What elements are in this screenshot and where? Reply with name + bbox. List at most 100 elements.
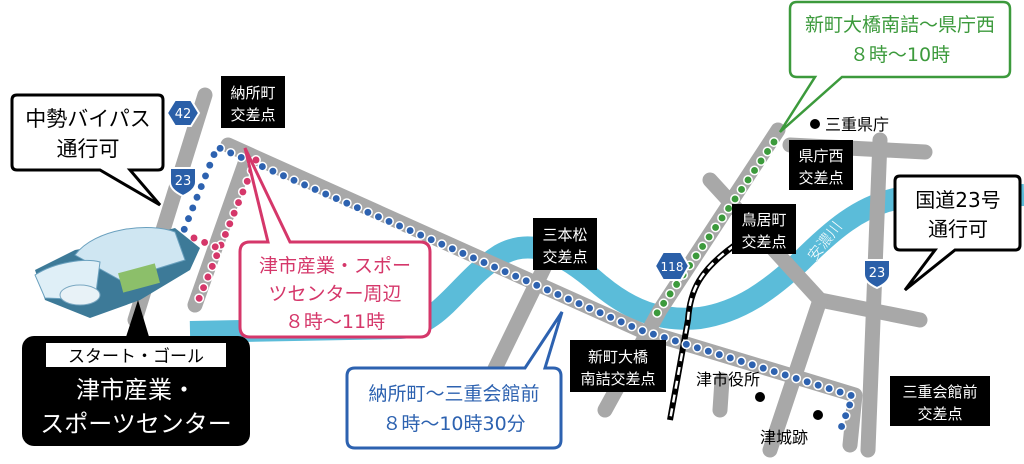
blue-route-dot: [394, 221, 405, 231]
route23-line2: 通行可: [928, 217, 988, 241]
blue-route-dot: [637, 325, 648, 336]
pref-office-dot-icon: [810, 119, 820, 129]
blue-route-dot: [510, 271, 521, 282]
blue-route-dot: [489, 262, 500, 273]
blue-route-dot: [289, 175, 299, 186]
route23-callout: [893, 174, 1022, 292]
blue-route-dot: [703, 346, 714, 357]
route-118-shield-icon: 118: [653, 251, 691, 281]
pink-route-dot: [199, 237, 210, 248]
pink-route-dot: [242, 176, 253, 187]
green-route-dot: [652, 307, 663, 318]
green-route-dot: [717, 212, 728, 223]
pink-route-dot: [229, 208, 240, 219]
intersection-toriimachi: 鳥居町 交差点: [732, 204, 796, 254]
pink-route-dot: [224, 218, 235, 229]
blue-route-dot: [204, 160, 215, 171]
pink-route-dot: [202, 272, 213, 282]
blue-callout: [345, 311, 564, 450]
pink-route-dot: [207, 261, 218, 272]
green-route-dot: [658, 298, 669, 309]
blue-route-dot: [813, 380, 824, 391]
start-goal-badge-text: スタート・ゴール: [68, 346, 204, 367]
intersection-kaikanmae-line2: 交差点: [917, 405, 962, 423]
start-pointer: [125, 300, 150, 340]
city-hall-label: 津市役所: [696, 370, 760, 389]
anou-river: [189, 184, 1024, 343]
pink-route-dot: [211, 250, 222, 261]
intersection-shinmachi-line2: 南詰交差点: [580, 370, 655, 388]
pink-route-dot: [189, 233, 199, 243]
blue-route-dot: [714, 349, 725, 360]
blue-route-dot: [736, 356, 747, 367]
blue-route-dot: [542, 284, 553, 295]
blue-route-dot: [626, 321, 637, 332]
intersection-shinmachi-line1: 新町大橋: [588, 348, 648, 366]
route-23-shield-icon: 23: [169, 167, 197, 198]
blue-line1: 納所町～三重会館前: [368, 383, 539, 405]
blue-line2: ８時～10時30分: [382, 413, 525, 435]
blue-route-dot: [595, 307, 606, 318]
green-route-dot: [769, 137, 779, 147]
blue-route-dot: [426, 234, 437, 245]
blue-route-dot: [844, 399, 855, 410]
bypass-line1: 中勢バイパス: [25, 107, 151, 131]
blue-route-dot: [278, 170, 289, 181]
intersection-nosho: 納所町 交差点: [221, 76, 285, 128]
blue-route-dot: [196, 181, 207, 192]
green-route-dot: [749, 165, 760, 176]
castle-label: 津城跡: [760, 428, 808, 447]
blue-route-dot: [769, 366, 780, 377]
green-route-dot: [730, 194, 740, 204]
blue-route-dot: [341, 198, 352, 209]
blue-route-dot: [267, 166, 278, 177]
pink-route-dot: [237, 186, 248, 197]
blue-route-dot: [552, 289, 563, 300]
intersection-sanbonmatsu-line1: 三本松: [542, 226, 587, 244]
route23-line1: 国道23号: [915, 188, 1000, 212]
start-venue-line2: スポーツセンター: [40, 410, 232, 438]
route-dots: [175, 137, 857, 432]
blue-route-dot: [563, 294, 574, 304]
pink-line1: 津市産業・スポー: [259, 255, 411, 277]
blue-route-dot: [187, 202, 198, 213]
railway-dash: [668, 243, 736, 421]
pink-route-dot: [220, 229, 231, 240]
green-route-dot: [723, 203, 734, 214]
intersection-sanbonmatsu-line2: 交差点: [542, 248, 587, 266]
blue-route-dot: [835, 387, 846, 397]
pref-office-label: 三重県庁: [825, 115, 889, 134]
route-23-east-shield-icon: 23: [863, 259, 891, 290]
blue-route-dot: [479, 257, 489, 268]
blue-route-dot: [468, 252, 479, 263]
blue-route-dot: [352, 202, 363, 213]
blue-route-dot: [447, 243, 458, 254]
intersection-kaikanmae-line1: 三重会館前: [902, 383, 977, 401]
blue-route-dot: [846, 390, 857, 401]
sports-center-building: [34, 226, 200, 318]
blue-route-dot: [758, 363, 769, 374]
blue-route-dot: [836, 421, 847, 432]
pink-line2: ツセンター周辺: [268, 283, 401, 305]
blue-route-dot: [183, 213, 194, 224]
castle-dot-icon: [813, 410, 823, 420]
intersection-toriimachi-line2: 交差点: [741, 233, 786, 251]
green-route-dot: [762, 146, 773, 157]
blue-route-dot: [384, 216, 394, 227]
blue-route-dot: [320, 189, 331, 199]
blue-route-dot: [225, 147, 236, 158]
blue-route-dot: [780, 370, 791, 380]
intersection-shinmachi: 新町大橋 南詰交差点: [570, 340, 666, 392]
intersection-nosho-line1: 納所町: [230, 84, 275, 102]
blue-route-dot: [670, 336, 681, 346]
blue-route-dot: [299, 179, 310, 190]
blue-route-dot: [373, 211, 384, 222]
blue-route-dot: [310, 184, 321, 195]
blue-route-dot: [824, 383, 835, 394]
blue-route-dot: [725, 353, 736, 363]
blue-route-dot: [791, 373, 802, 384]
blue-route-dot: [209, 149, 219, 160]
green-route-dot: [697, 241, 708, 252]
green-route-dot: [665, 288, 676, 299]
green-route-dot: [710, 222, 721, 233]
